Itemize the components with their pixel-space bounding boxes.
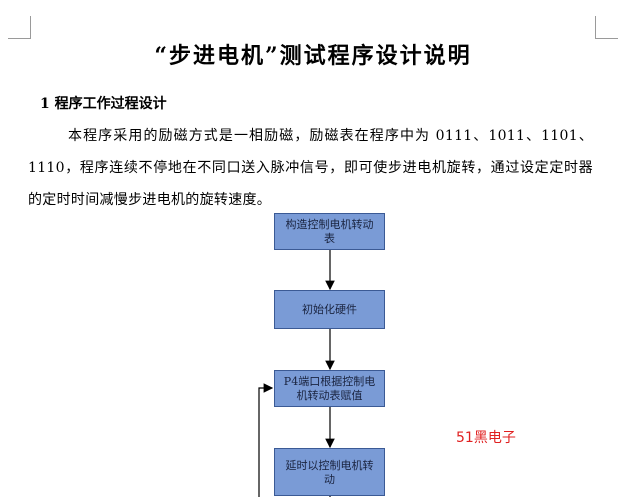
flow-step-assign-p4: P4端口根据控制电机转动表赋值 bbox=[274, 370, 385, 407]
watermark: 51黑电子 bbox=[456, 430, 516, 446]
flow-step-build-table: 构造控制电机转动表 bbox=[274, 213, 385, 250]
loop-back-line bbox=[258, 383, 274, 497]
crop-mark-top-left bbox=[8, 16, 31, 39]
flow-step-init-hardware: 初始化硬件 bbox=[274, 290, 385, 329]
crop-mark-top-right bbox=[595, 16, 618, 39]
flow-step-delay: 延时以控制电机转动 bbox=[274, 448, 385, 496]
section-heading: 1 程序工作过程设计 bbox=[40, 96, 167, 112]
body-paragraph: 本程序采用的励磁方式是一相励磁，励磁表在程序中为 0111、1011、1101、… bbox=[28, 128, 593, 208]
document-title: “步进电机”测试程序设计说明 bbox=[154, 43, 472, 69]
